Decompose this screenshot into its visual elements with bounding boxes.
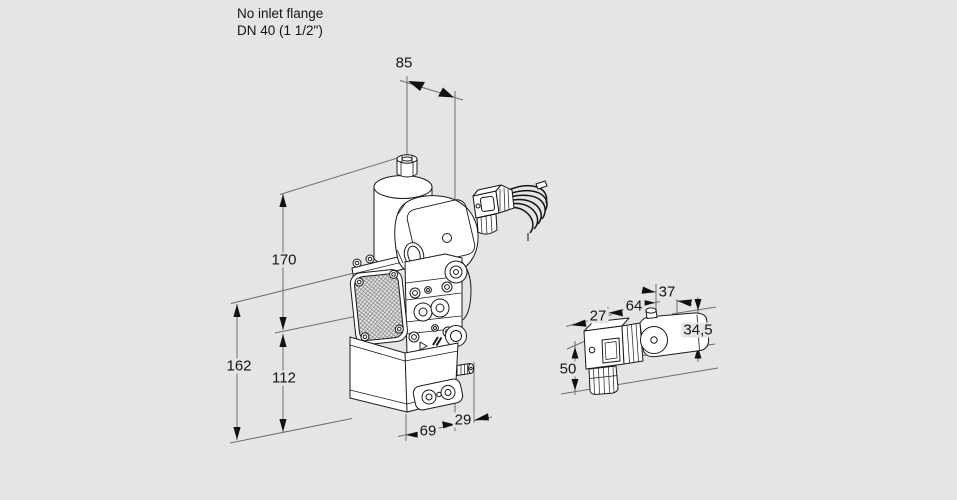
dim-label-85: 85 [393, 54, 415, 72]
dim-label-112: 112 [270, 369, 298, 387]
dim-label-69: 69 [417, 422, 439, 440]
dim-label-34-5: 34,5 [681, 321, 715, 339]
main-valve-drawing [349, 154, 479, 413]
cable-connector-drawing [472, 180, 548, 241]
detail-dimension-arrows [571, 286, 702, 391]
dim-label-50: 50 [557, 360, 579, 378]
dim-label-162: 162 [224, 357, 254, 375]
dimension-arrows-main [233, 81, 489, 440]
note-line-1: No inlet flange [237, 6, 324, 21]
dim-label-37: 37 [656, 283, 678, 301]
dim-label-29: 29 [452, 411, 474, 429]
dim-label-64: 64 [623, 297, 645, 315]
dim-label-170: 170 [269, 251, 299, 269]
note-line-2: DN 40 (1 1/2") [237, 23, 323, 38]
dim-label-27: 27 [587, 307, 609, 325]
